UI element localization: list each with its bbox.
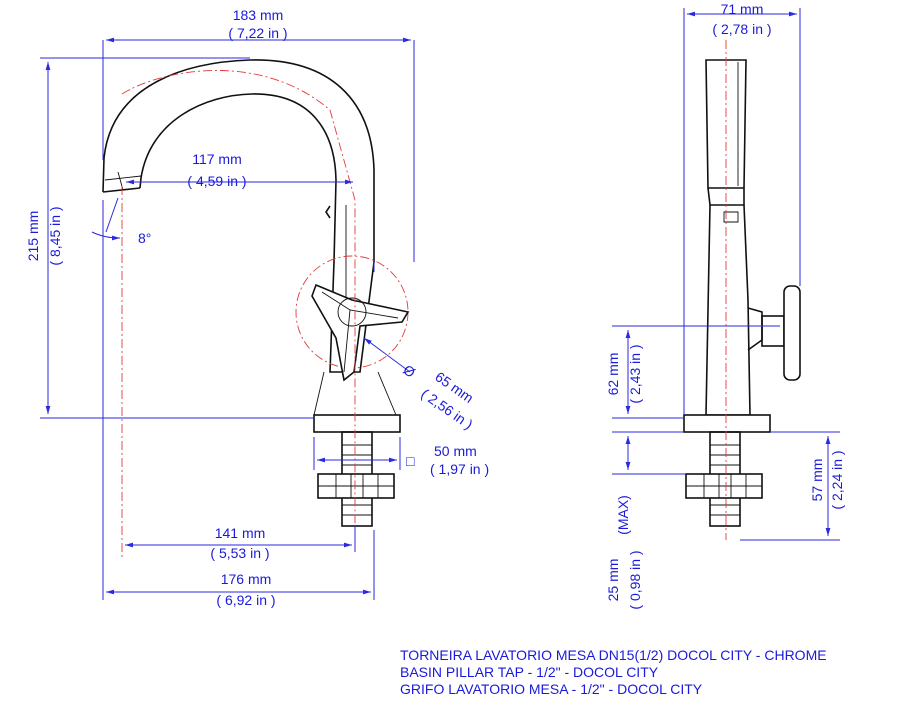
dim-spout-reach-inch: ( 4,59 in )	[187, 173, 246, 189]
front-view-faucet	[102, 59, 410, 527]
dim-reach-141-mm: 141 mm	[215, 525, 266, 541]
dim-shank-inch: ( 2,24 in )	[829, 450, 845, 509]
dim-height-inch: ( 8,45 in )	[47, 206, 63, 265]
title-line-en: BASIN PILLAR TAP - 1/2" - DOCOL CITY	[400, 664, 659, 680]
dim-width-top-inch: ( 7,22 in )	[228, 25, 287, 41]
front-view-dimensions: 183 mm ( 7,22 in ) 117 mm ( 4,59 in ) 21…	[25, 7, 489, 608]
dim-spout-reach-mm: 117 mm	[192, 151, 242, 167]
dim-handle-height-mm: 62 mm	[605, 353, 621, 396]
dim-shank-mm: 57 mm	[809, 459, 825, 502]
dim-height-mm: 215 mm	[25, 211, 41, 262]
title-line-es: GRIFO LAVATORIO MESA - 1/2" - DOCOL CITY	[400, 681, 703, 697]
front-view-centerlines	[121, 70, 356, 560]
title-line-pt: TORNEIRA LAVATORIO MESA DN15(1/2) DOCOL …	[400, 647, 827, 663]
dim-base-square-inch: ( 1,97 in )	[430, 461, 489, 477]
side-view-dimensions: 71 mm ( 2,78 in ) 62 mm ( 2,43 in ) 57 m…	[605, 1, 845, 610]
dim-reach-141-inch: ( 5,53 in )	[210, 545, 269, 561]
dim-counter-max-note: (MAX)	[615, 495, 631, 535]
dim-width-top-mm: 183 mm	[233, 7, 284, 23]
dim-handle-diameter-symbol: Ø	[400, 361, 418, 380]
title-block: TORNEIRA LAVATORIO MESA DN15(1/2) DOCOL …	[400, 647, 827, 697]
dim-width-bottom-mm: 176 mm	[221, 571, 272, 587]
dim-base-square-symbol: □	[406, 453, 415, 469]
dim-side-width-inch: ( 2,78 in )	[712, 21, 771, 37]
dim-counter-max-inch: ( 0,98 in )	[627, 550, 643, 609]
dim-handle-height-inch: ( 2,43 in )	[627, 344, 643, 403]
dim-side-width-mm: 71 mm	[721, 1, 764, 17]
dim-base-square-mm: 50 mm	[434, 443, 477, 459]
dim-width-bottom-inch: ( 6,92 in )	[216, 592, 275, 608]
side-view-faucet	[683, 40, 801, 540]
dim-counter-max-mm: 25 mm	[605, 559, 621, 602]
dim-spout-angle: 8°	[138, 230, 151, 246]
